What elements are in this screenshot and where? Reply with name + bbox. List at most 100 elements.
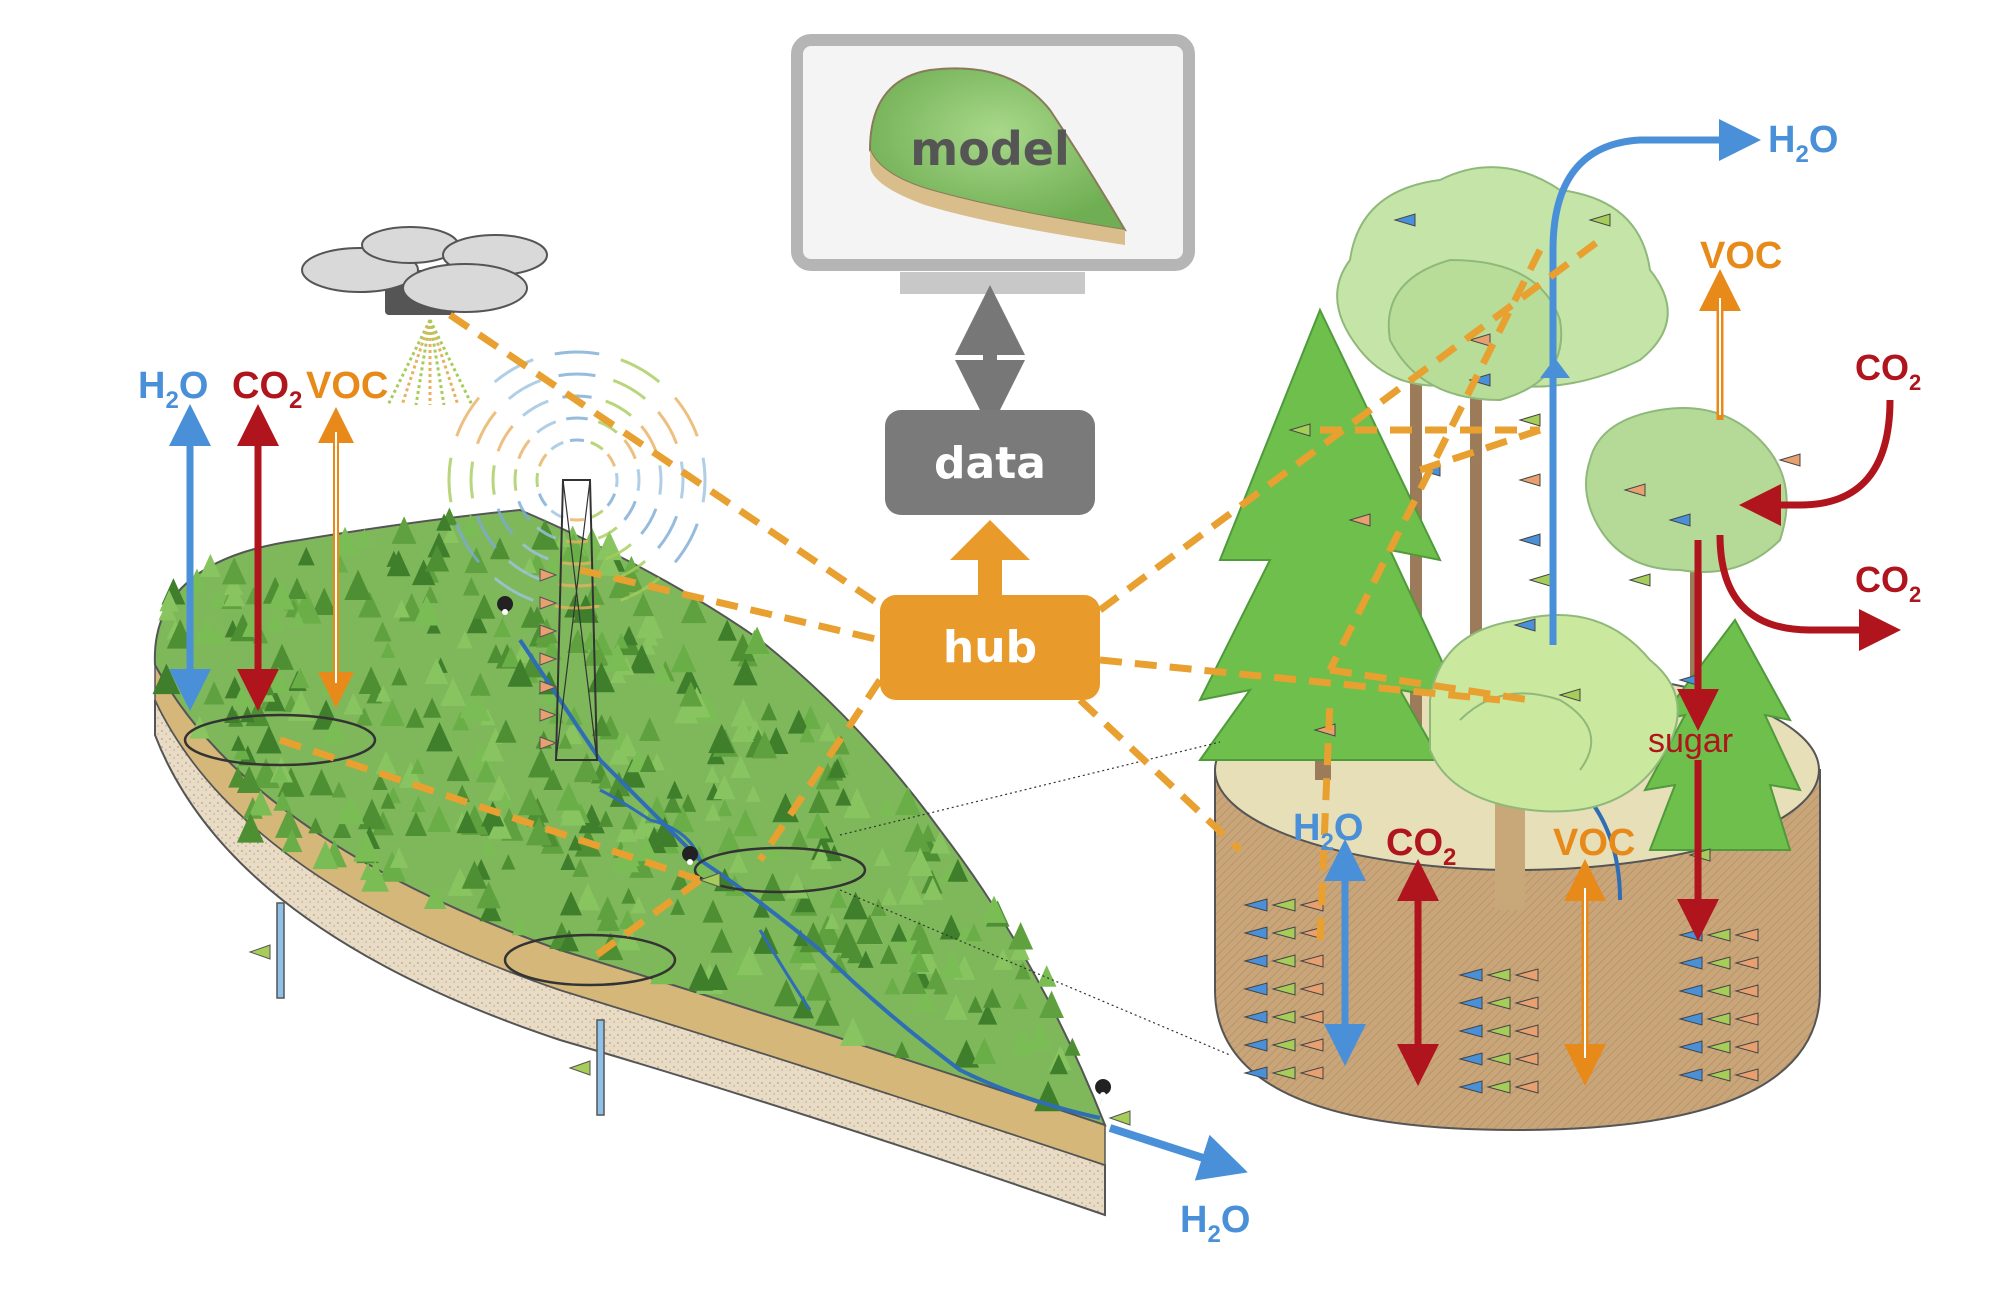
tree-mark [498, 791, 513, 808]
tree-mark [275, 807, 303, 838]
tree-mark [355, 528, 374, 548]
tree-mark [355, 707, 373, 726]
tree-mark [389, 847, 409, 868]
tree-mark [704, 803, 721, 821]
tree-mark [894, 786, 922, 816]
tree-mark [805, 971, 832, 1001]
tree-mark [574, 752, 600, 781]
tree-mark [479, 896, 502, 922]
tree-mark [930, 831, 951, 854]
tree-mark [733, 658, 758, 686]
tree-mark [730, 633, 756, 662]
tree-mark [404, 811, 428, 837]
left-flux-arrows [169, 404, 354, 711]
tree-mark [794, 889, 816, 913]
tree-mark [736, 945, 764, 976]
tree-mark [529, 606, 546, 624]
tree-mark [894, 1041, 910, 1058]
tree-mark [632, 592, 654, 617]
tree-mark [527, 748, 555, 778]
tree-mark [730, 698, 756, 727]
tree-mark [331, 781, 347, 798]
tree-mark [676, 665, 702, 694]
tree-mark [575, 883, 601, 911]
scan-arcs [447, 350, 707, 610]
tree-mark [879, 944, 898, 964]
tree-mark [405, 707, 425, 728]
tree-mark [792, 995, 815, 1019]
tree-mark [884, 976, 901, 995]
tree-mark [910, 919, 929, 941]
plot-ellipse [693, 846, 867, 894]
tree-mark [815, 998, 840, 1026]
co2-label-left: CO2 [232, 365, 302, 414]
tree-mark [583, 638, 609, 666]
tree-mark [393, 599, 410, 618]
tree-mark [799, 725, 816, 743]
tree-mark [904, 822, 931, 852]
tree-mark [452, 711, 470, 731]
tree-mark [442, 524, 460, 544]
tree-mark [967, 995, 983, 1013]
tree-mark [669, 805, 695, 833]
tree-mark [621, 887, 636, 904]
soil-sensor-array [1243, 898, 1759, 1094]
tree-mark [730, 755, 751, 778]
tree-mark [708, 723, 735, 754]
tree-mark [480, 735, 504, 762]
tree-mark [467, 694, 492, 722]
model-monitor: model [791, 34, 1195, 294]
tree-mark [358, 666, 384, 695]
stand-flux-arrows [1324, 119, 1901, 1086]
tree-mark [907, 847, 933, 876]
tree-mark [926, 967, 946, 990]
tree-mark [663, 792, 682, 813]
tree-mark [773, 979, 799, 1007]
stand-trees [1198, 166, 1802, 910]
tree-mark [513, 642, 532, 663]
tree-mark [764, 839, 783, 860]
tree-mark [466, 610, 488, 634]
tree-mark [840, 1017, 867, 1046]
tree-mark [977, 1003, 998, 1025]
hub-to-data-arrow [950, 520, 1030, 595]
tree-mark [616, 818, 638, 842]
tree-mark [901, 966, 927, 994]
tree-mark [293, 589, 320, 619]
tree-mark [231, 734, 246, 751]
tree-mark [281, 828, 303, 853]
tree-mark [309, 768, 334, 796]
tree-mark [596, 549, 621, 576]
tree-mark [501, 853, 516, 870]
runoff-arrow [1108, 1124, 1248, 1181]
tree-mark [808, 789, 830, 814]
tree-mark [456, 810, 478, 834]
tree-mark [1036, 965, 1057, 987]
tree-mark [424, 544, 450, 572]
tree-mark [818, 721, 837, 742]
tree-mark [679, 793, 697, 812]
tree-mark [641, 639, 656, 655]
h2o-label-left: H2O [138, 365, 208, 414]
zoom-line [839, 741, 1221, 836]
tree-mark [653, 663, 672, 685]
tree-mark [375, 684, 391, 702]
tree-mark [898, 876, 924, 905]
tree-mark [287, 690, 316, 721]
tree-mark [688, 604, 704, 622]
tree-mark [359, 862, 376, 881]
drone-icon [301, 226, 548, 406]
tree-mark [559, 796, 587, 826]
tree-mark [273, 790, 292, 811]
tree-mark [426, 618, 441, 634]
tree-mark [1008, 922, 1034, 950]
voc-label-left: VOC [306, 365, 388, 407]
tree-mark [983, 987, 1002, 1008]
tree-mark [375, 750, 397, 774]
tree-mark [644, 795, 670, 824]
tree-mark [386, 550, 402, 567]
voc-label-canopy: VOC [1700, 235, 1782, 277]
tree-mark [380, 641, 396, 658]
h2o-label-soil: H2O [1293, 807, 1363, 856]
